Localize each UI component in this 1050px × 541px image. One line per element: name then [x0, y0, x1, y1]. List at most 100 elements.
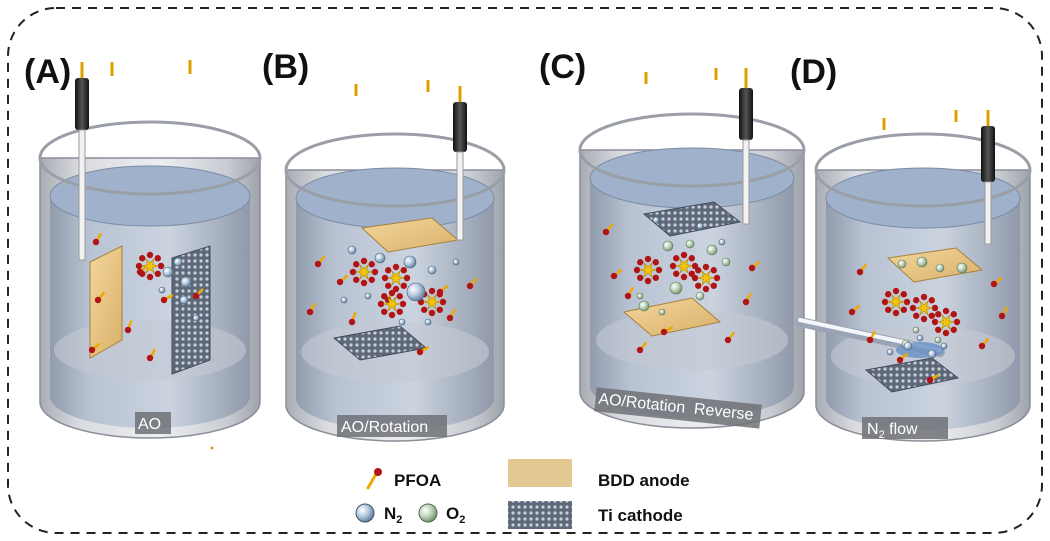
- legend-n2: N2: [355, 503, 402, 526]
- reaction-burst-icon: [936, 314, 956, 330]
- pfoa-cluster-dot: [680, 251, 688, 259]
- pfoa-cluster-dot: [388, 311, 396, 319]
- n2-bubble: [403, 255, 417, 269]
- pfoa-cluster-dot: [885, 291, 892, 298]
- n2-bubble: [696, 222, 704, 230]
- pfoa-cluster-dot: [695, 282, 702, 289]
- pfoa-cluster-dot: [154, 270, 161, 277]
- pfoa-cluster-dot: [400, 267, 407, 274]
- n2-bubble: [940, 342, 948, 350]
- pfoa-cluster-dot: [146, 251, 154, 259]
- pfoa-cluster-dot: [680, 273, 688, 281]
- pfoa-cluster-dot: [436, 291, 443, 298]
- pfoa-cluster-dot: [935, 311, 942, 318]
- n2-bubble: [652, 216, 660, 224]
- pfoa-cluster-dot: [403, 274, 411, 282]
- bdd-anode-plate-d: [880, 118, 984, 283]
- pfoa-cluster-dot: [360, 279, 368, 287]
- reaction-burst-icon: [914, 300, 934, 316]
- pfoa-cluster-dot: [439, 298, 447, 306]
- pfoa-cluster-dot: [942, 329, 950, 337]
- pfoa-molecule-icon: [146, 354, 154, 362]
- reference-electrode-a: [75, 62, 89, 261]
- o2-bubble-icon: [418, 503, 438, 523]
- pfoa-cluster-dot: [381, 274, 389, 282]
- reaction-burst-icon: [382, 296, 402, 312]
- o2-bubble: [669, 281, 683, 295]
- o2-bubble: [662, 240, 674, 252]
- panel-a: (A): [24, 53, 262, 439]
- n2-bubble-icon: [355, 503, 375, 523]
- pfoa-molecule-icon: [314, 260, 322, 268]
- pfoa-molecule-icon: [724, 336, 732, 344]
- pfoa-molecule-icon: [848, 308, 856, 316]
- pfoa-cluster-dot: [436, 306, 443, 313]
- n2-bubble: [364, 292, 372, 300]
- legend-o2: O2: [418, 503, 465, 526]
- bdd-anode-plate-a: [89, 62, 123, 359]
- panel-b-label: AO/Rotation: [341, 419, 428, 436]
- pfoa-molecule-icon: [94, 296, 102, 304]
- pfoa-molecule-icon: [192, 292, 200, 300]
- pfoa-cluster-dot: [399, 300, 407, 308]
- pfoa-cluster-dot: [710, 282, 717, 289]
- pfoa-cluster-dot: [655, 266, 663, 274]
- pfoa-cluster-dot: [691, 274, 699, 282]
- n2-bubble: [927, 349, 937, 359]
- pfoa-molecule-icon: [990, 280, 998, 288]
- pfoa-molecule-icon: [866, 336, 874, 344]
- pfoa-molecule-icon: [306, 308, 314, 316]
- pfoa-cluster-dot: [950, 311, 957, 318]
- panel-a-label: AO: [138, 416, 161, 433]
- pfoa-molecule-icon: [466, 282, 474, 290]
- pfoa-cluster-dot: [644, 277, 652, 285]
- pfoa-cluster-dot: [928, 297, 935, 304]
- pfoa-cluster-dot: [385, 282, 392, 289]
- legend-pfoa: PFOA: [366, 468, 441, 490]
- pfoa-cluster-dot: [396, 308, 403, 315]
- pfoa-cluster-dot: [913, 297, 920, 304]
- legend-pfoa-label: PFOA: [394, 471, 441, 490]
- pfoa-molecule-icon: [160, 296, 168, 304]
- reaction-burst-icon: [638, 262, 658, 278]
- pfoa-cluster-dot: [935, 326, 942, 333]
- legend-bdd-label: BDD anode: [598, 471, 690, 490]
- n2-bubble: [158, 286, 166, 294]
- pfoa-cluster-dot: [368, 261, 375, 268]
- n2-bubble: [180, 276, 192, 288]
- pfoa-cluster-dot: [913, 312, 920, 319]
- pfoa-cluster-dot: [885, 306, 892, 313]
- pfoa-molecule-icon: [88, 346, 96, 354]
- reaction-burst-icon: [422, 294, 442, 310]
- pfoa-cluster-dot: [892, 309, 900, 317]
- pfoa-cluster-dot: [950, 326, 957, 333]
- pfoa-cluster-dot: [428, 309, 436, 317]
- pfoa-molecule-icon: [896, 356, 904, 364]
- pfoa-cluster-dot: [377, 300, 385, 308]
- n2-bubble: [452, 258, 460, 266]
- o2-bubble: [721, 257, 731, 267]
- pfoa-cluster-dot: [953, 318, 961, 326]
- pfoa-cluster-dot: [400, 282, 407, 289]
- n2-bubble: [192, 314, 200, 322]
- panel-a-letter: (A): [24, 53, 71, 91]
- pfoa-molecule-icon: [124, 326, 132, 334]
- pfoa-molecule-icon: [624, 292, 632, 300]
- pfoa-molecule-icon: [742, 298, 750, 306]
- pfoa-molecule-icon: [336, 278, 344, 286]
- bdd-anode-plate-b: [352, 84, 460, 253]
- n2-bubble: [406, 282, 426, 302]
- pfoa-cluster-dot: [368, 276, 375, 283]
- pfoa-cluster-dot: [353, 276, 360, 283]
- n2-bubble: [398, 318, 406, 326]
- pfoa-cluster-dot: [920, 293, 928, 301]
- pfoa-cluster-dot: [135, 262, 143, 270]
- pfoa-cluster-dot: [942, 307, 950, 315]
- legend-n2-label: N2: [384, 504, 402, 526]
- o2-bubble: [897, 259, 907, 269]
- pfoa-cluster-dot: [669, 262, 677, 270]
- reaction-burst-icon: [140, 258, 160, 274]
- pfoa-cluster-dot: [881, 298, 889, 306]
- pfoa-cluster-dot: [652, 274, 659, 281]
